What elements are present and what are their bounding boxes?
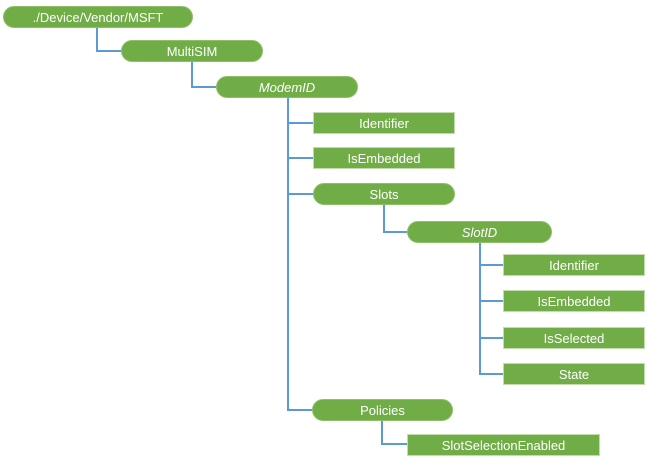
connector-slotid-trunk [479,243,481,375]
connector-policies-to-sse-vertical [381,421,383,445]
connector-modemid-to-slots [287,193,313,195]
connector-modemid-to-policies [287,409,312,411]
connector-slots-to-slotid-vertical [383,205,385,233]
connector-root-to-multisim-vertical [96,28,98,52]
connector-policies-to-sse-horizontal [381,443,408,445]
connector-modemid-trunk [287,98,289,411]
node-modemid: ModemID [216,76,358,98]
connector-root-to-multisim-horizontal [96,50,121,52]
connector-slotid-to-isembedded [479,300,503,302]
connector-slots-to-slotid-horizontal [383,231,407,233]
node-device-vendor-msft: ./Device/Vendor/MSFT [3,6,193,28]
connector-modemid-to-identifier [287,122,313,124]
node-slot-state: State [503,363,645,385]
node-policies: Policies [312,399,453,421]
connector-modemid-to-isembedded [287,157,313,159]
connector-slotid-to-state [479,373,503,375]
connector-slotid-to-identifier [479,264,503,266]
node-slotselectionenabled: SlotSelectionEnabled [407,434,600,456]
connector-multisim-to-modemid-horizontal [191,86,216,88]
node-slot-identifier: Identifier [503,254,645,276]
node-slot-isembedded: IsEmbedded [503,290,645,312]
node-modem-identifier: Identifier [313,112,455,134]
node-slotid: SlotID [407,221,552,243]
node-modem-isembedded: IsEmbedded [313,147,455,169]
node-slot-isselected: IsSelected [503,327,645,349]
connector-multisim-to-modemid-vertical [191,62,193,88]
node-multisim: MultiSIM [121,40,263,62]
connector-slotid-to-isselected [479,337,503,339]
node-slots: Slots [313,183,455,205]
